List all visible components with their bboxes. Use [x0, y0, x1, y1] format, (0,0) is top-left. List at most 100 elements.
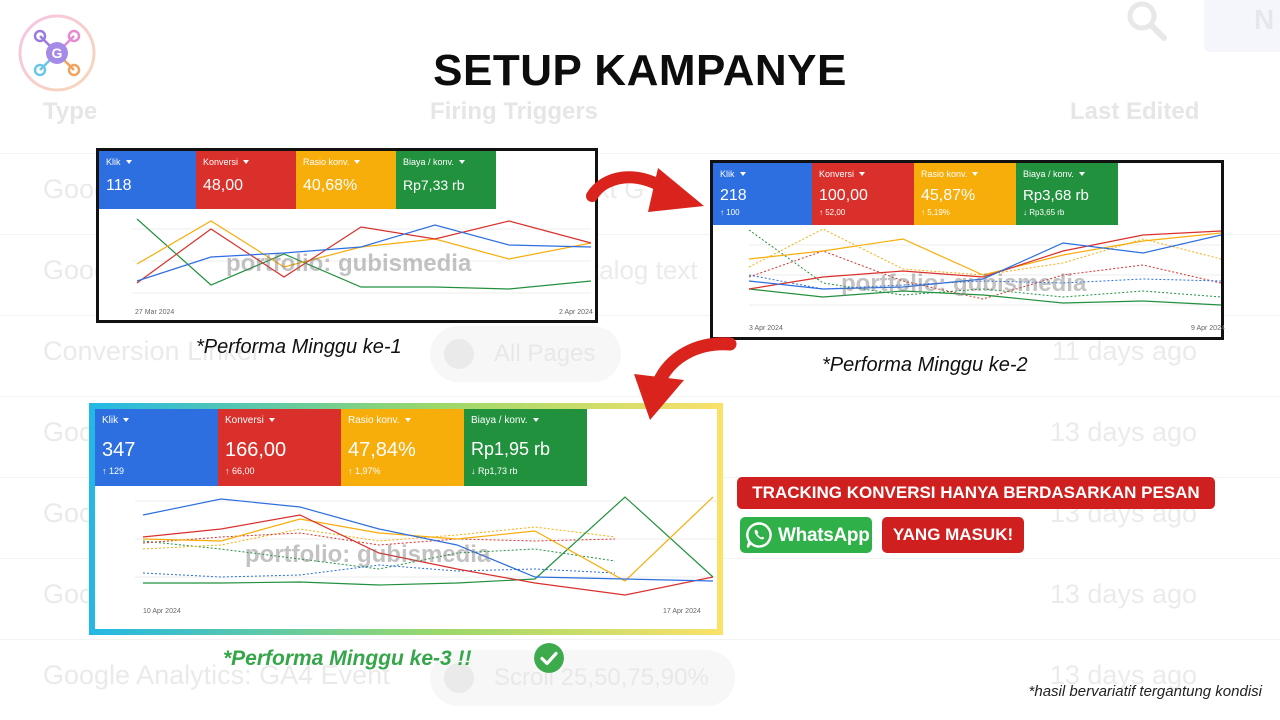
tracking-banner: TRACKING KONVERSI HANYA BERDASARKAN PESA… [737, 477, 1215, 509]
metric-value: 218 [720, 187, 747, 204]
series-line-blue [142, 498, 714, 582]
curved-arrow-icon [634, 337, 737, 420]
metric-delta: ↑ 66,00 [225, 466, 255, 476]
series-line-yellow [748, 232, 1221, 276]
metric-value: 40,68% [303, 177, 358, 194]
metric-label: Biaya / konv. [471, 415, 539, 426]
chart-date-end: 2 Apr 2024 [559, 309, 593, 316]
metric-label: Konversi [203, 157, 249, 167]
metric-label: Klik [720, 169, 746, 179]
metric-rasio-konv: Rasio konv. 45,87% ↑ 5,19% [914, 163, 1016, 225]
metric-value: Rp7,33 rb [403, 177, 465, 193]
bg-row-edited: 13 days ago [1049, 417, 1197, 447]
metric-delta: ↑ 1,97% [348, 466, 381, 476]
chart-date-start: 3 Apr 2024 [749, 325, 783, 332]
bg-trigger-label: All Pages [494, 340, 596, 367]
bg-row-name: Goo [43, 417, 95, 447]
series-line-green-prev [142, 540, 616, 570]
gubismedia-logo-icon: G [18, 14, 96, 92]
caption-week-3: *Performa Minggu ke-3 !! [223, 647, 472, 670]
series-line-green [748, 288, 1221, 306]
whatsapp-icon [746, 522, 772, 548]
metric-rasio-konv: Rasio konv. 40,68% [296, 151, 396, 209]
series-line-blue [136, 224, 592, 282]
watermark: portfolio: gubismedia [245, 541, 491, 568]
metric-delta: ↓ Rp1,73 rb [471, 466, 518, 476]
bg-row-name: Goo [43, 579, 95, 609]
metric-delta: ↓ Rp3,65 rb [1023, 208, 1065, 217]
search-icon [1127, 1, 1167, 41]
series-line-red [136, 220, 592, 284]
metric-value: 45,87% [921, 187, 976, 204]
metric-delta: ↑ 5,19% [921, 208, 950, 217]
metric-value: Rp1,95 rb [471, 439, 551, 459]
series-line-yellow [142, 496, 714, 582]
metric-biaya-konv: Biaya / konv. Rp1,95 rb ↓ Rp1,73 rb [464, 409, 587, 486]
chart-date-start: 10 Apr 2024 [143, 608, 181, 615]
metric-value: 100,00 [819, 187, 868, 204]
series-line-red-prev [748, 250, 1221, 300]
metric-label: Rasio konv. [303, 157, 360, 167]
metric-value: 47,84% [348, 439, 416, 461]
watermark: portfolio: gubismedia [226, 250, 472, 277]
metric-klik: Klik 118 [99, 151, 196, 209]
metric-label: Konversi [819, 169, 865, 179]
caption-week-1: *Performa Minggu ke-1 [196, 336, 402, 358]
metric-value: 118 [106, 177, 132, 194]
series-line-blue-prev [142, 564, 616, 578]
metric-biaya-konv: Biaya / konv. Rp3,68 rb ↓ Rp3,65 rb [1016, 163, 1118, 225]
series-line-red [142, 514, 714, 596]
metric-value: Rp3,68 rb [1023, 187, 1089, 204]
series-line-red-prev [142, 532, 616, 546]
line-chart [748, 228, 1221, 306]
caption-week-2: *Performa Minggu ke-2 [822, 354, 1028, 376]
metric-cards: Klik 218 ↑ 100 Konversi 100,00 ↑ 52,00 R… [713, 163, 1118, 225]
bg-trigger-label: Scroll 25,50,75,90% [494, 664, 709, 691]
bg-row: Goo 13 days ago [0, 396, 1280, 477]
metric-delta: ↑ 100 [720, 208, 740, 217]
metric-label: Konversi [225, 415, 275, 426]
bg-row-name: Conversion Linker [43, 336, 261, 366]
bg-row-name: Goo [43, 498, 95, 528]
series-line-yellow-prev [748, 228, 1221, 276]
svg-text:G: G [52, 45, 63, 61]
metric-label: Rasio konv. [348, 415, 411, 426]
bg-row-trigger: Scroll 25,50,75,90% [430, 650, 735, 706]
bg-row-fragment: talog text [592, 255, 698, 285]
check-circle-icon [534, 643, 564, 673]
metric-label: Klik [102, 415, 129, 426]
series-line-green [136, 218, 592, 290]
performance-panel-week-2: Klik 218 ↑ 100 Konversi 100,00 ↑ 52,00 R… [710, 160, 1225, 340]
bg-row: Google Analytics: GA4 Event Scroll 25,50… [0, 639, 1280, 720]
metric-cards: Klik 347 ↑ 129 Konversi 166,00 ↑ 66,00 R… [95, 409, 587, 486]
series-line-red [748, 230, 1221, 290]
curved-arrow-icon [586, 168, 704, 212]
metric-label: Rasio konv. [921, 169, 978, 179]
metric-cards: Klik 118 Konversi 48,00 Rasio konv. 40,6… [99, 151, 496, 209]
tracking-banner-end: YANG MASUK! [882, 517, 1024, 553]
metric-konversi: Konversi 48,00 [196, 151, 296, 209]
metric-label: Biaya / konv. [1023, 169, 1085, 179]
bg-row-edited: 13 days ago [1049, 660, 1197, 690]
metric-value: 48,00 [203, 177, 244, 194]
whatsapp-badge: WhatsApp [740, 517, 872, 553]
bg-new-button: N [1204, 0, 1280, 52]
metric-konversi: Konversi 100,00 ↑ 52,00 [812, 163, 914, 225]
eye-icon [444, 339, 474, 369]
metric-label: Klik [106, 157, 132, 167]
performance-panel-week-1: Klik 118 Konversi 48,00 Rasio konv. 40,6… [96, 148, 598, 323]
bg-row-name: Google Analytics: GA4 Event [43, 660, 390, 690]
metric-klik: Klik 218 ↑ 100 [713, 163, 812, 225]
metric-biaya-konv: Biaya / konv. Rp7,33 rb [396, 151, 496, 209]
watermark: portfolio: gubismedia [841, 270, 1087, 297]
bg-row: Conversion Linker All Pages 11 days ago [0, 315, 1280, 396]
metric-label: Biaya / konv. [403, 157, 465, 167]
bg-row-trigger: All Pages [430, 326, 622, 382]
footnote: *hasil bervariatif tergantung kondisi [1028, 683, 1262, 700]
chart-date-start: 27 Mar 2024 [135, 309, 175, 316]
whatsapp-label: WhatsApp [778, 525, 870, 546]
series-line-green-prev [748, 229, 1221, 298]
metric-delta: ↑ 52,00 [819, 208, 846, 217]
series-line-blue [748, 234, 1221, 290]
metric-value: 347 [102, 439, 136, 461]
